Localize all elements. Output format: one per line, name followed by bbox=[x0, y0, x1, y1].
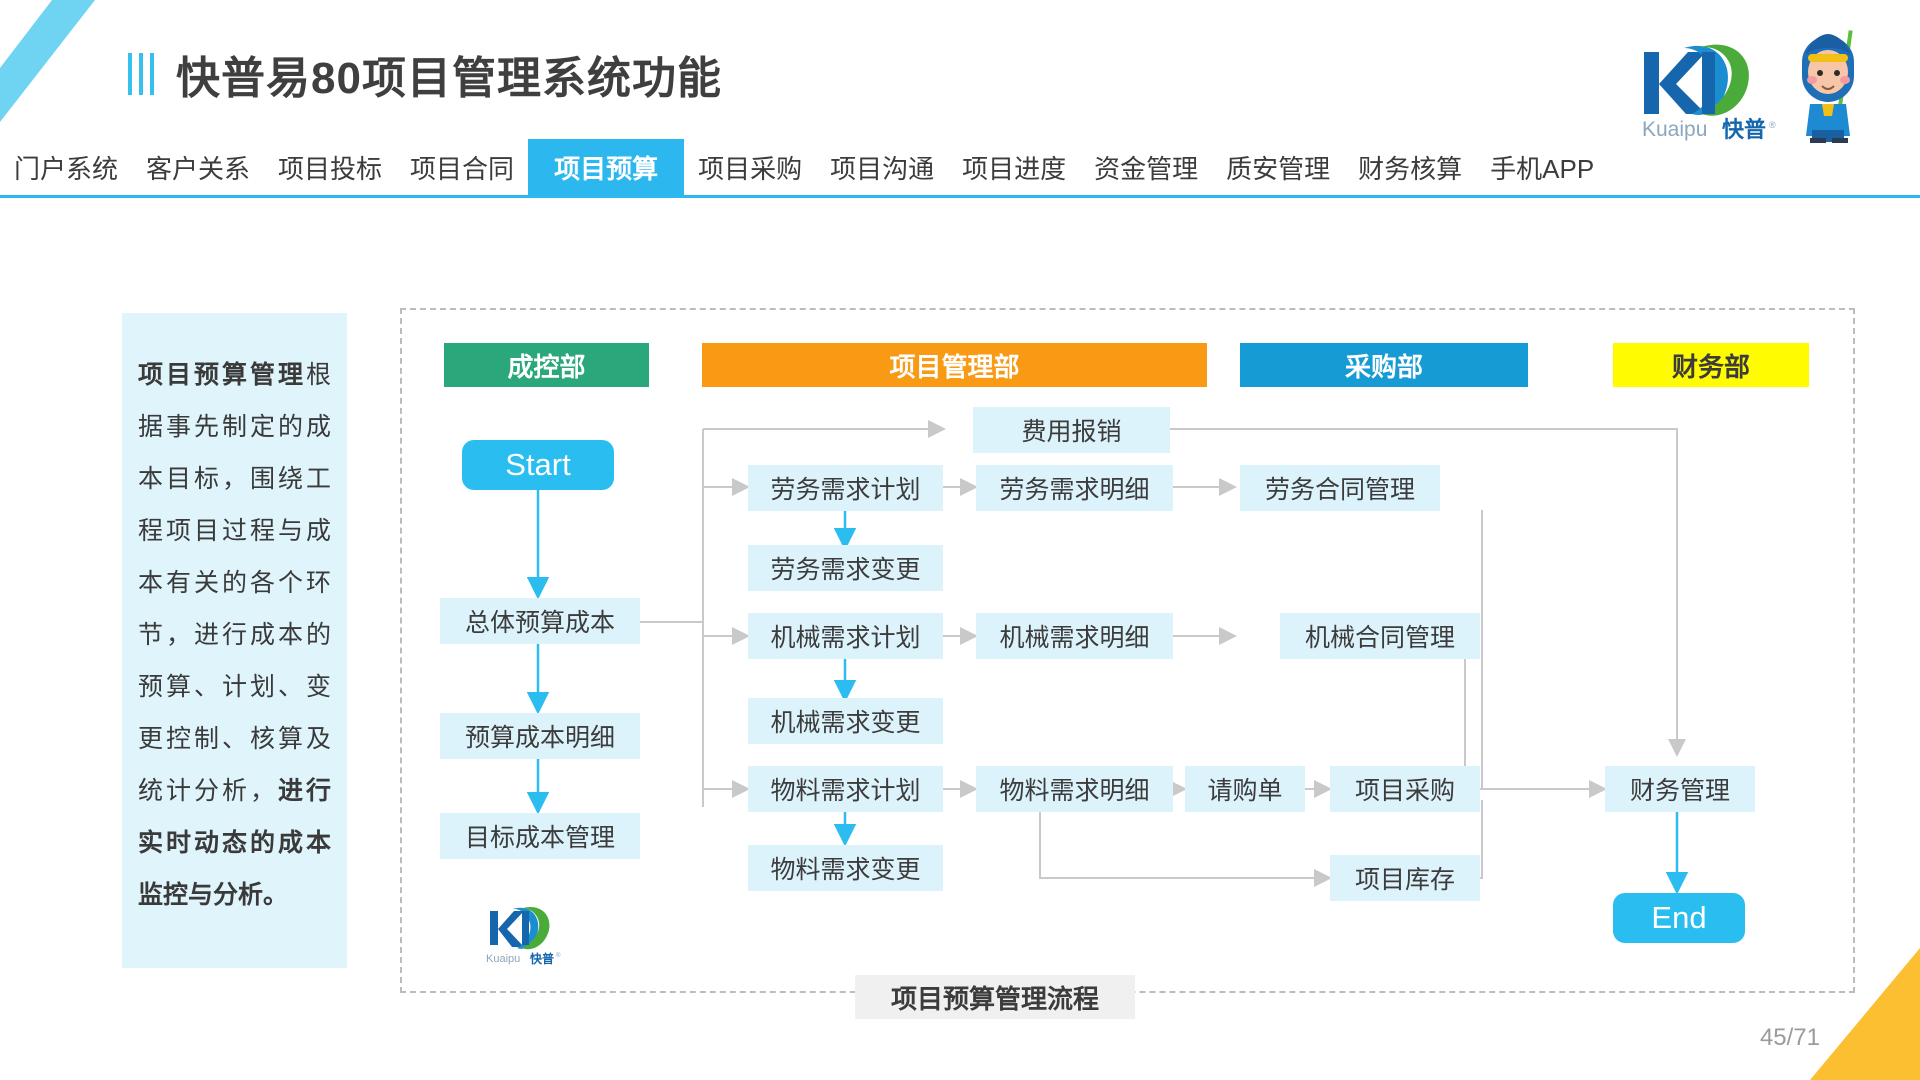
nav-item-9[interactable]: 质安管理 bbox=[1212, 139, 1344, 195]
nav-item-label: 资金管理 bbox=[1094, 153, 1199, 184]
flow-node-labor-demand-plan[interactable]: 劳务需求计划 bbox=[748, 465, 943, 511]
flow-node-labor-demand-change[interactable]: 劳务需求变更 bbox=[748, 545, 943, 591]
nav-item-11[interactable]: 手机APP bbox=[1476, 139, 1608, 195]
flow-node-start[interactable]: Start bbox=[462, 440, 614, 490]
nav-item-label: 项目沟通 bbox=[830, 153, 935, 184]
module-description: 项目预算管理根据事先制定的成本目标，围绕工程项目过程与成本有关的各个环节，进行成… bbox=[122, 313, 347, 968]
nav-item-label: 客户关系 bbox=[146, 153, 251, 184]
module-description-lead: 项目预算管理 bbox=[138, 361, 306, 389]
dept-header-0: 成控部 bbox=[444, 343, 649, 387]
dept-header-1: 项目管理部 bbox=[702, 343, 1207, 387]
svg-text:Kuaipu: Kuaipu bbox=[1642, 118, 1707, 141]
flow-node-end[interactable]: End bbox=[1613, 893, 1745, 943]
flow-node-material-demand-detail[interactable]: 物料需求明细 bbox=[976, 766, 1173, 812]
flow-node-finance-mgmt[interactable]: 财务管理 bbox=[1605, 766, 1755, 812]
nav-item-6[interactable]: 项目沟通 bbox=[816, 139, 948, 195]
dept-header-2: 采购部 bbox=[1240, 343, 1528, 387]
nav-underline bbox=[0, 195, 1920, 198]
svg-text:快普: 快普 bbox=[1722, 117, 1766, 142]
nav-item-0[interactable]: 门户系统 bbox=[0, 139, 132, 195]
flow-node-expense-reimbursement[interactable]: 费用报销 bbox=[973, 407, 1170, 453]
nav-item-3[interactable]: 项目合同 bbox=[396, 139, 528, 195]
nav-item-label: 项目采购 bbox=[698, 153, 803, 184]
flow-node-material-demand-change[interactable]: 物料需求变更 bbox=[748, 845, 943, 891]
mascot-icon bbox=[1802, 30, 1854, 143]
flow-node-machinery-demand-plan[interactable]: 机械需求计划 bbox=[748, 613, 943, 659]
nav-item-label: 项目投标 bbox=[278, 153, 383, 184]
nav-item-5[interactable]: 项目采购 bbox=[684, 139, 816, 195]
flow-watermark-logo: Kuaipu 快普 ® bbox=[480, 905, 595, 967]
flow-node-labor-demand-detail[interactable]: 劳务需求明细 bbox=[976, 465, 1173, 511]
nav-item-label: 手机APP bbox=[1490, 153, 1595, 184]
flow-node-target-cost-mgmt[interactable]: 目标成本管理 bbox=[440, 813, 640, 859]
flow-node-budget-cost-detail[interactable]: 预算成本明细 bbox=[440, 713, 640, 759]
main-nav[interactable]: 门户系统客户关系项目投标项目合同 项目预算 项目采购项目沟通项目进度资金管理质安管理… bbox=[0, 139, 1920, 195]
svg-text:®: ® bbox=[1769, 120, 1776, 130]
nav-item-label: 项目进度 bbox=[962, 153, 1067, 184]
page-number: 45/71 bbox=[1759, 1024, 1820, 1051]
flow-node-labor-contract-mgmt[interactable]: 劳务合同管理 bbox=[1240, 465, 1440, 511]
page-title-block: 快普易80项目管理系统功能 bbox=[128, 42, 722, 106]
nav-item-label: 质安管理 bbox=[1226, 153, 1331, 184]
flow-node-machinery-demand-detail[interactable]: 机械需求明细 bbox=[976, 613, 1173, 659]
nav-item-label: 项目预算 bbox=[554, 153, 659, 184]
nav-item-10[interactable]: 财务核算 bbox=[1344, 139, 1476, 195]
flow-node-project-inventory[interactable]: 项目库存 bbox=[1330, 855, 1480, 901]
nav-item-label: 项目合同 bbox=[410, 153, 515, 184]
flow-node-project-procurement[interactable]: 项目采购 bbox=[1330, 766, 1480, 812]
module-description-emphasis: 进行实时动态的成本监控与分析。 bbox=[138, 777, 331, 909]
svg-text:快普: 快普 bbox=[530, 951, 554, 966]
module-description-body: 根据事先制定的成本目标，围绕工程项目过程与成本有关的各个环节，进行成本的预算、计… bbox=[138, 361, 331, 805]
flow-node-material-demand-plan[interactable]: 物料需求计划 bbox=[748, 766, 943, 812]
nav-item-8[interactable]: 资金管理 bbox=[1080, 139, 1212, 195]
flow-node-machinery-demand-change[interactable]: 机械需求变更 bbox=[748, 698, 943, 744]
svg-text:Kuaipu: Kuaipu bbox=[486, 953, 520, 965]
brand-logo: Kuaipu 快普 ® bbox=[1626, 18, 1896, 143]
nav-item-4[interactable]: 项目预算 bbox=[528, 139, 685, 195]
nav-item-label: 门户系统 bbox=[14, 153, 119, 184]
nav-item-7[interactable]: 项目进度 bbox=[948, 139, 1080, 195]
flow-node-purchase-requisition[interactable]: 请购单 bbox=[1185, 766, 1305, 812]
flow-node-total-budget-cost[interactable]: 总体预算成本 bbox=[440, 598, 640, 644]
flowchart-caption: 项目预算管理流程 bbox=[855, 975, 1135, 1019]
svg-text:®: ® bbox=[556, 952, 561, 959]
page-title: 快普易80项目管理系统功能 bbox=[176, 54, 722, 103]
nav-item-1[interactable]: 客户关系 bbox=[132, 139, 264, 195]
nav-item-2[interactable]: 项目投标 bbox=[264, 139, 396, 195]
flow-node-machinery-contract-mgmt[interactable]: 机械合同管理 bbox=[1280, 613, 1480, 659]
nav-item-label: 财务核算 bbox=[1358, 153, 1463, 184]
title-accent-bars-icon bbox=[128, 53, 154, 95]
dept-header-3: 财务部 bbox=[1613, 343, 1809, 387]
